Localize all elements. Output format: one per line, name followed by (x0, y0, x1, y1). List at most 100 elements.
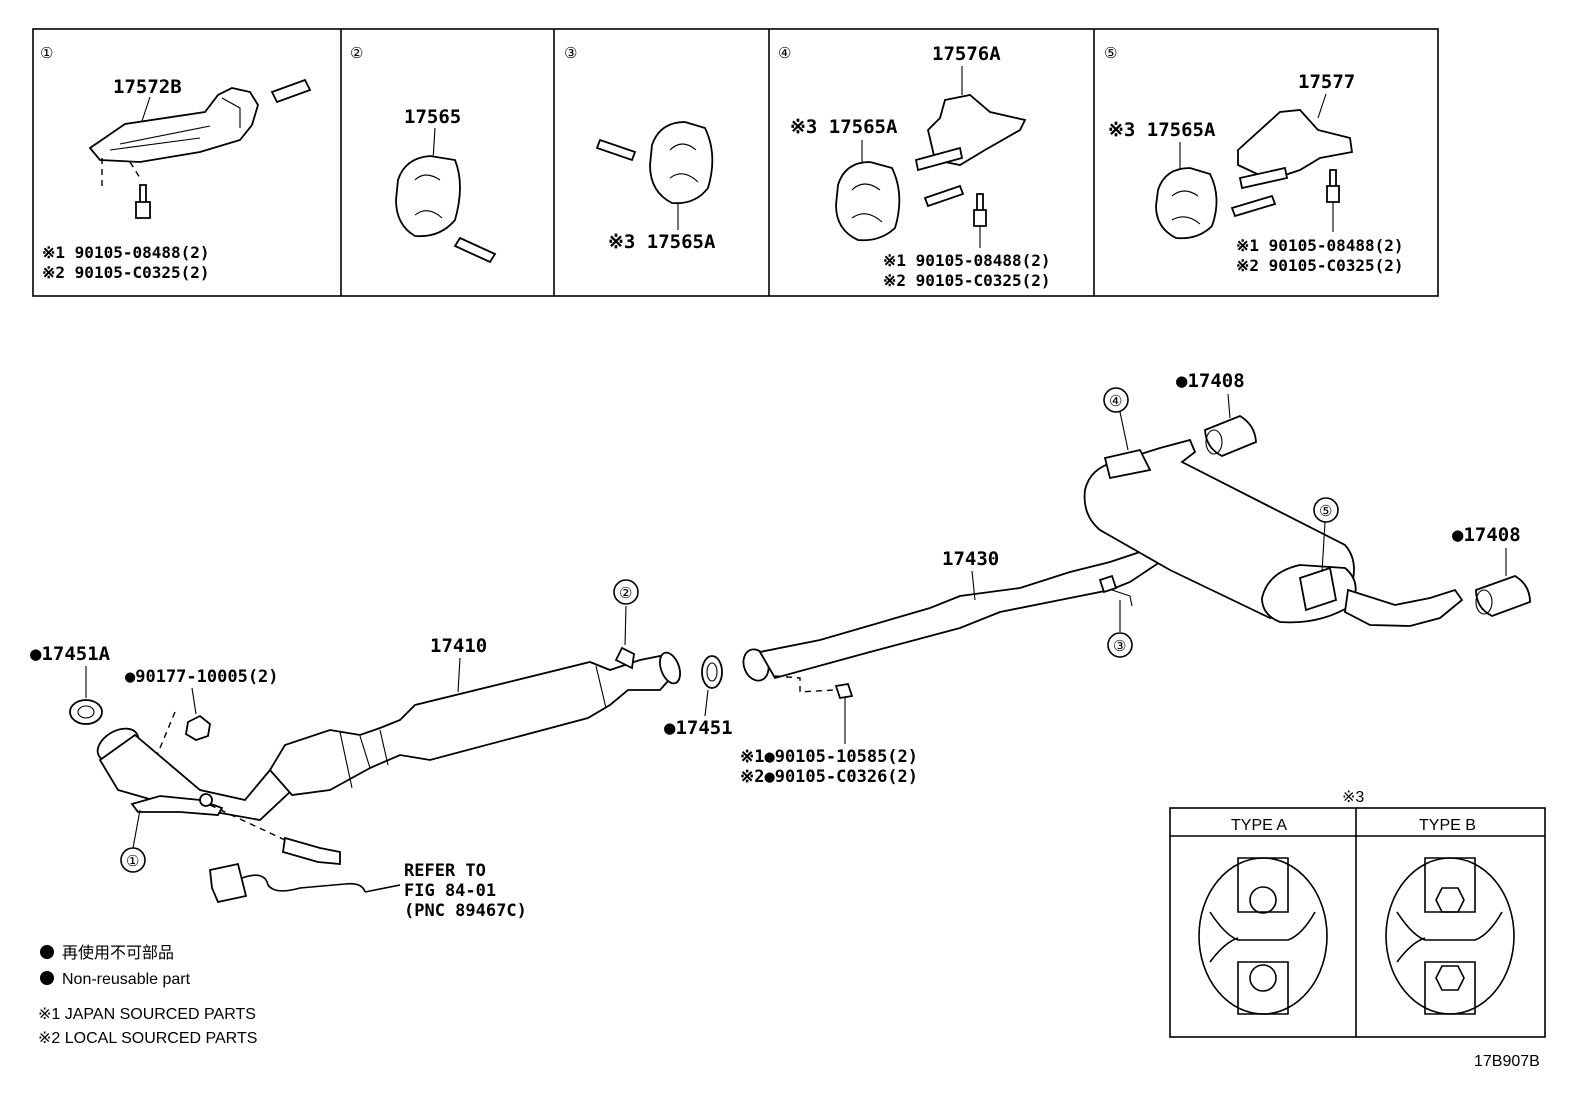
part-label-17430: 17430 (942, 548, 999, 570)
leader-line (132, 809, 141, 849)
leader-line (1317, 93, 1327, 119)
bolt-icon (834, 682, 854, 700)
part-label-17565: 17565 (404, 106, 461, 128)
pipe-stub-icon (914, 146, 964, 172)
part-label-90177: ●90177-10005(2) (125, 667, 279, 687)
gasket-17451: ●17451 (664, 655, 733, 739)
dash-guide (774, 675, 835, 693)
center-pipe-17410: 17410 ② (268, 579, 681, 796)
note-line: ※1 90105-08488(2) (1236, 236, 1404, 255)
part-label-17577: 17577 (1298, 71, 1355, 93)
hanger-hole-top (1435, 887, 1465, 913)
type-b-header: TYPE B (1419, 817, 1476, 834)
refer-text-2: FIG 84-01 (404, 881, 496, 901)
dash-guide (154, 711, 176, 761)
bullet-icon (40, 971, 54, 985)
rubber-hanger-17565A-icon (649, 121, 714, 205)
part-label-17565A: ※3 17565A (1108, 119, 1216, 141)
part-label-17451: ●17451 (664, 717, 733, 739)
callout-number: ① (126, 853, 139, 870)
leader-line (1227, 393, 1231, 419)
tail-pipe-17430: ※1●90105-10585(2) ※2●90105-C0326(2) 1743… (740, 548, 1162, 787)
dash-guide (101, 158, 141, 188)
leader-line (457, 657, 461, 693)
gasket-hole (77, 705, 95, 719)
callout-circle-5 (1313, 497, 1339, 523)
muffler-outlet-pipe-icon (1344, 588, 1464, 627)
hanger-slot-bottom (1237, 961, 1289, 1015)
pipe-stub-icon (1230, 194, 1277, 218)
part-label-17565A: ※3 17565A (790, 116, 898, 138)
muffler-rear-bracket-icon (1298, 566, 1338, 612)
bolt-icon (135, 184, 151, 219)
converter-detail (339, 665, 607, 789)
inset-number: ③ (564, 45, 577, 62)
gasket-hole (706, 662, 718, 682)
refer-text-3: (PNC 89467C) (404, 901, 527, 921)
inset-panel (32, 28, 1439, 297)
hanger-detail (414, 174, 443, 219)
part-label-17565A: ※3 17565A (608, 231, 716, 253)
rubber-hanger-icon (835, 161, 901, 242)
callout-number: ④ (1109, 393, 1122, 410)
inset-2: ② 17565 (350, 45, 497, 264)
hanger-detail (1171, 190, 1201, 225)
tip-opening (1205, 429, 1223, 455)
note-line: ※2 90105-C0325(2) (42, 263, 210, 282)
type-table-frame (1169, 807, 1546, 1038)
leader-line (704, 689, 709, 717)
note-line: ※1 90105-08488(2) (42, 243, 210, 262)
inset-number: ④ (778, 45, 791, 62)
type-b-hanger-icon (1385, 857, 1515, 1015)
inset-3: ③ ※3 17565A (564, 45, 716, 253)
hanger-slot-bottom (1424, 961, 1476, 1015)
note-line: ※2 90105-C0325(2) (883, 271, 1051, 290)
gasket-17451-icon (701, 655, 723, 689)
tail-pipe-icon (758, 551, 1162, 680)
pipe-stub-icon (923, 184, 965, 208)
inset-number: ⑤ (1104, 45, 1117, 62)
refer-text-1: REFER TO (404, 861, 486, 881)
callout-circle-1 (120, 847, 146, 873)
note-line: ※2 90105-C0325(2) (1236, 256, 1404, 275)
bolt-icon (973, 193, 987, 227)
callout-circle-3 (1107, 632, 1133, 658)
pipe-bracket-icon (1098, 574, 1118, 594)
type-a-hanger-icon (1198, 857, 1328, 1015)
bracket-hole (199, 793, 213, 807)
callout-circle-4 (1103, 387, 1129, 413)
type-table-title: ※3 (1342, 789, 1364, 806)
callout-circle-2 (613, 579, 639, 605)
callout-number: ② (619, 585, 632, 602)
callout-number: ⑤ (1319, 503, 1332, 520)
part-label-17410: 17410 (430, 635, 487, 657)
bracket-17576A-icon (927, 94, 1027, 166)
pipe-stub-icon (595, 138, 637, 162)
muffler-assembly: ④ ⑤ ●17408 ●17408 (1083, 370, 1531, 627)
bolt-note-1: ※1●90105-10585(2) (740, 747, 918, 767)
pipe-stub-icon (1238, 166, 1289, 190)
rubber-hanger-17565-icon (395, 155, 461, 238)
sensor-connector-icon (209, 862, 248, 904)
bolt-icon (1326, 169, 1340, 203)
leader-line (1119, 411, 1129, 451)
legend-jp: 再使用不可部品 (62, 944, 174, 962)
part-label-17408-top: ●17408 (1176, 370, 1245, 392)
hanger-web (1396, 911, 1503, 963)
tail-tip-17408-icon (1475, 575, 1531, 617)
inset-5: ⑤ 17577 ※3 17565A ※1 90105-08488(2) ※2 9… (1104, 45, 1404, 275)
muffler-hanger-bracket-icon (1103, 448, 1152, 480)
inset-number: ② (350, 45, 363, 62)
part-label-17572B: 17572B (113, 76, 182, 98)
type-table: ※3 TYPE A TYPE B (1169, 789, 1546, 1038)
legend-en: Non-reusable part (62, 971, 191, 988)
bullet-icon (40, 945, 54, 959)
hanger-web (1209, 911, 1316, 963)
part-label-17576A: 17576A (932, 43, 1001, 65)
catalytic-converter-icon (268, 653, 678, 796)
rubber-hanger-icon (1155, 167, 1218, 240)
hanger-slot-top (1237, 857, 1289, 913)
hanger-slot-top (1424, 857, 1476, 913)
pipe-stub-icon (270, 78, 312, 104)
